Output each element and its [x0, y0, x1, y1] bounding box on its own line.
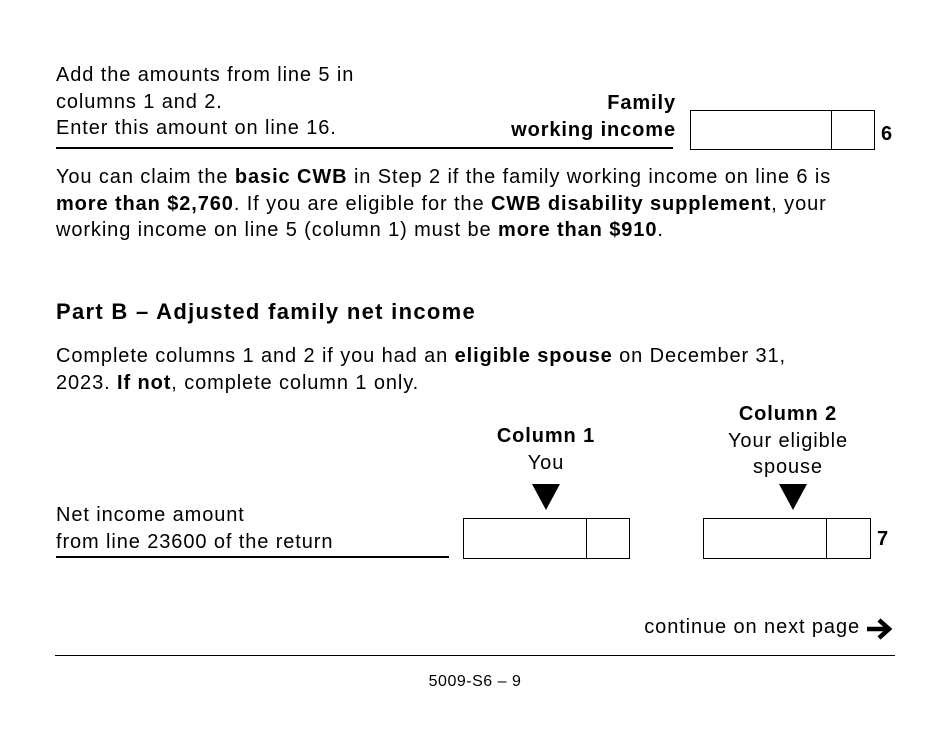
cents-separator — [831, 111, 832, 149]
footer-divider — [55, 655, 895, 656]
text-run: in Step 2 if the family working income o… — [347, 166, 832, 188]
line7-underline — [56, 556, 449, 558]
part-b-heading: Part B – Adjusted family net income — [56, 299, 476, 324]
bold-run: eligible spouse — [454, 345, 613, 367]
text-run: . — [657, 219, 664, 241]
family-working-income-label: Family working income — [470, 90, 676, 143]
bold-run: more than $2,760 — [56, 192, 234, 215]
bold-run: more than $910 — [498, 219, 658, 241]
label-line: from line 23600 of the return — [56, 530, 334, 553]
column1-subtitle: You — [527, 451, 565, 474]
instruction-line: Add the amounts from line 5 in — [56, 64, 355, 86]
line-number-7: 7 — [877, 528, 890, 550]
label-line: Family — [607, 92, 676, 114]
label-line: working income — [511, 118, 676, 141]
text-run: , your working income on line 5 (column … — [56, 192, 827, 242]
column2-header: Column 2 Your eligible spouse — [688, 401, 888, 481]
cents-separator — [826, 519, 827, 558]
line6-amount-field[interactable] — [690, 110, 875, 150]
instruction-line: Enter this amount on line 16. — [56, 117, 337, 139]
cents-separator — [586, 519, 587, 558]
line7-column2-field[interactable] — [703, 518, 871, 559]
line6-instructions: Add the amounts from line 5 in columns 1… — [56, 62, 476, 142]
column2-down-arrow-icon — [779, 484, 807, 510]
bold-run: If not — [117, 371, 172, 394]
column2-title: Column 2 — [738, 403, 838, 425]
arrow-right-icon — [867, 618, 893, 640]
column1-down-arrow-icon — [532, 484, 560, 510]
continue-note: continue on next page — [644, 616, 860, 639]
instruction-line: columns 1 and 2. — [56, 90, 223, 113]
line6-underline — [56, 147, 673, 149]
bold-run: basic CWB — [234, 166, 348, 188]
line-number-6: 6 — [881, 123, 894, 145]
line7-label: Net income amount from line 23600 of the… — [56, 502, 333, 555]
text-run: , complete column 1 only. — [171, 371, 420, 394]
text-run: Complete columns 1 and 2 if you had an — [56, 345, 455, 367]
page-footer: 5009-S6 – 9 — [428, 673, 522, 690]
label-line: Net income amount — [56, 504, 245, 526]
bold-run: CWB disability supplement — [490, 192, 772, 215]
column2-subtitle: Your eligible — [728, 429, 848, 452]
part-b-intro: Complete columns 1 and 2 if you had an e… — [56, 343, 816, 396]
line7-column1-field[interactable] — [463, 518, 630, 559]
text-run: You can claim the — [56, 166, 235, 188]
column2-subtitle: spouse — [753, 456, 823, 478]
text-run: . If you are eligible for the — [233, 192, 491, 215]
column1-header: Column 1 You — [466, 423, 626, 476]
eligibility-paragraph: You can claim the basic CWB in Step 2 if… — [56, 164, 886, 244]
column1-title: Column 1 — [496, 425, 596, 447]
continue-text: continue on next page — [644, 616, 860, 638]
text-run: on December 31, 2023. — [56, 345, 787, 394]
